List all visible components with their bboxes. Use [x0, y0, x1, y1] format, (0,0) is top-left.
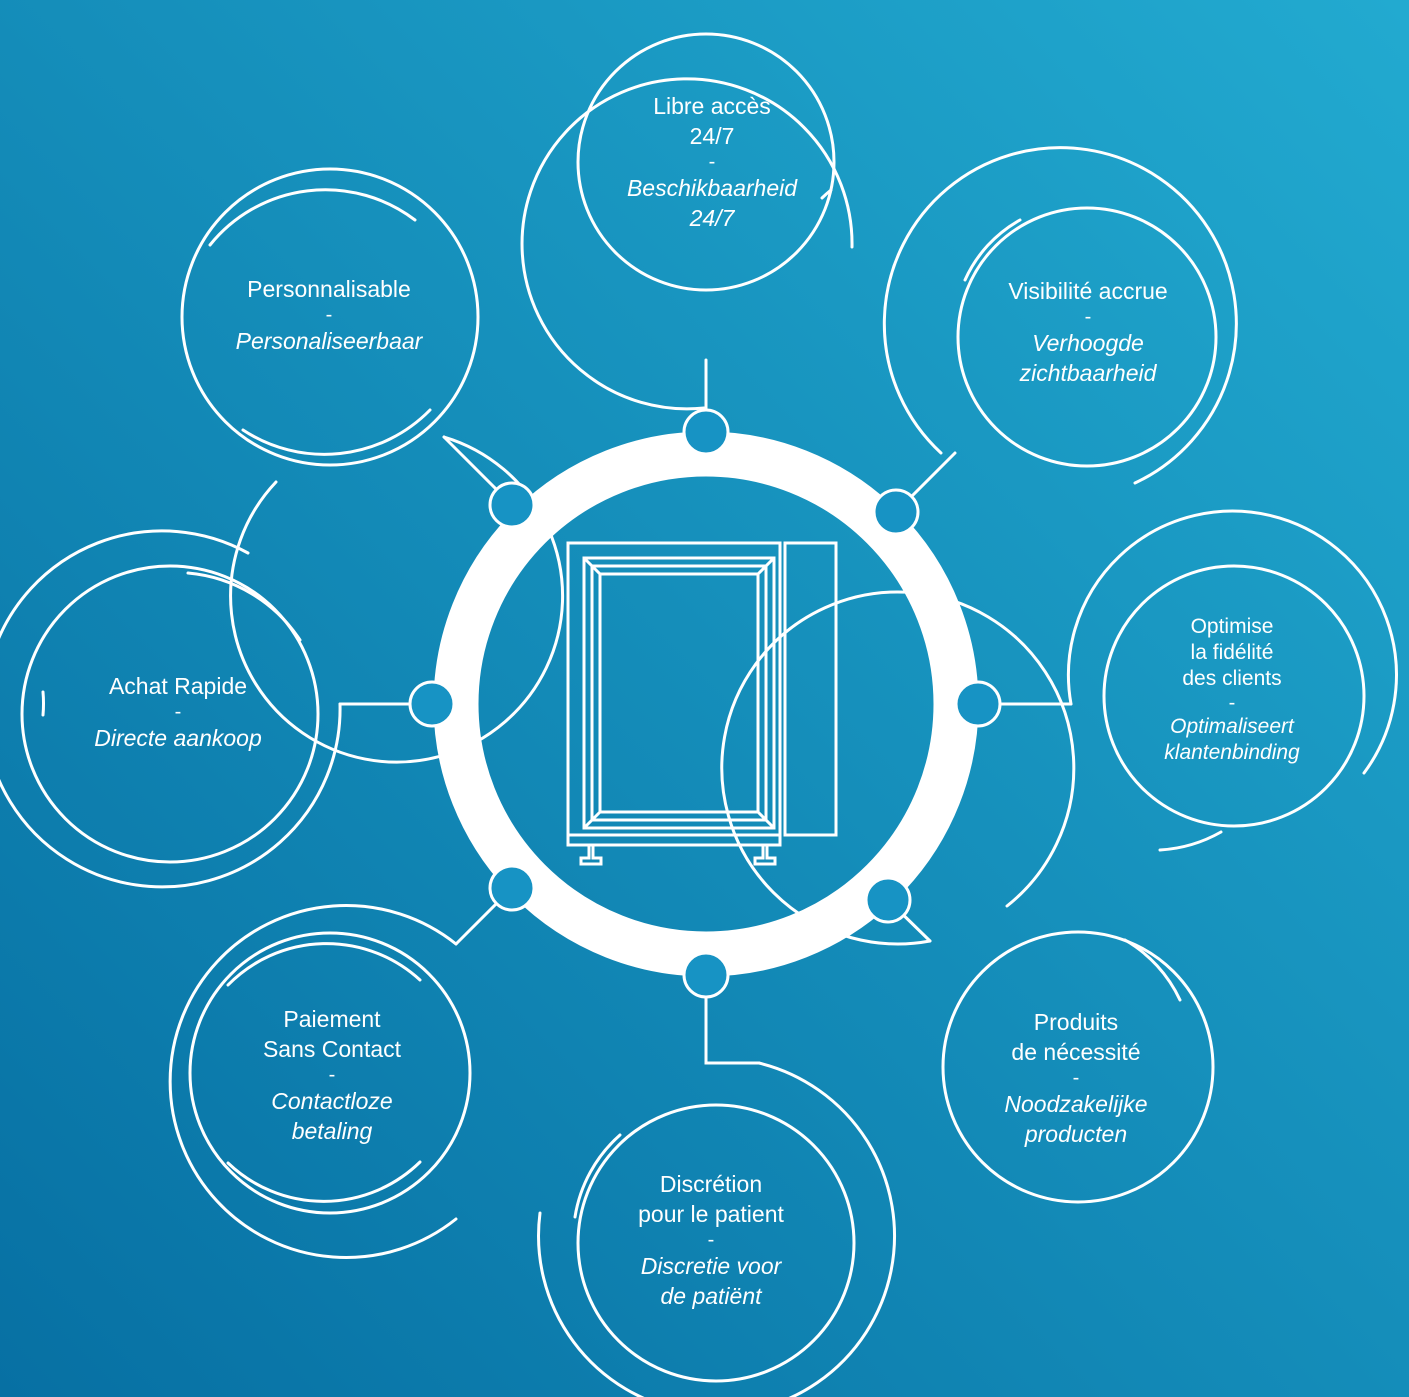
arc-purchase-b [41, 690, 46, 717]
arc-loyalty [1066, 509, 1398, 775]
ring-custom [180, 167, 480, 467]
arc-custom-c [208, 188, 417, 247]
node-24-7 [682, 408, 730, 456]
arc-products-b [1123, 938, 1182, 1002]
ring-products [941, 930, 1215, 1204]
arc-custom [229, 435, 565, 764]
arc-payment-b [226, 1160, 422, 1203]
ring-discretion [576, 1103, 856, 1383]
arc-purchase [0, 529, 342, 889]
node-custom [488, 481, 536, 529]
arc-24-7-b [820, 188, 833, 200]
node-discretion [682, 951, 730, 999]
node-purchase [408, 680, 456, 728]
node-loyalty [954, 680, 1002, 728]
arc-visibility-b [963, 218, 1022, 282]
arc-24-7 [520, 77, 854, 411]
arc-visibility [882, 146, 1238, 485]
label-custom: Personnalisable - Personaliseerbaar [235, 276, 423, 354]
ring-purchase [20, 564, 320, 864]
node-payment [488, 864, 536, 912]
ring-loyalty [1102, 564, 1366, 828]
label-purchase: Achat Rapide - Directe aankoop [94, 673, 262, 751]
node-visibility [872, 488, 920, 536]
arc-payment-c [226, 942, 422, 987]
ring-visibility [956, 206, 1218, 468]
connector-discretion [704, 973, 761, 1065]
arc-loyalty-b [1158, 830, 1223, 852]
arc-custom-b [241, 408, 432, 456]
arc-discretion-b [573, 1133, 622, 1219]
arc-products [720, 590, 1076, 946]
ring-payment [188, 931, 472, 1215]
vending-machine-icon [566, 541, 838, 866]
node-products [864, 876, 912, 924]
ring-24-7 [576, 32, 836, 292]
arc-payment [168, 904, 458, 1259]
arc-discretion [537, 1061, 896, 1397]
arc-purchase-c [186, 571, 302, 642]
